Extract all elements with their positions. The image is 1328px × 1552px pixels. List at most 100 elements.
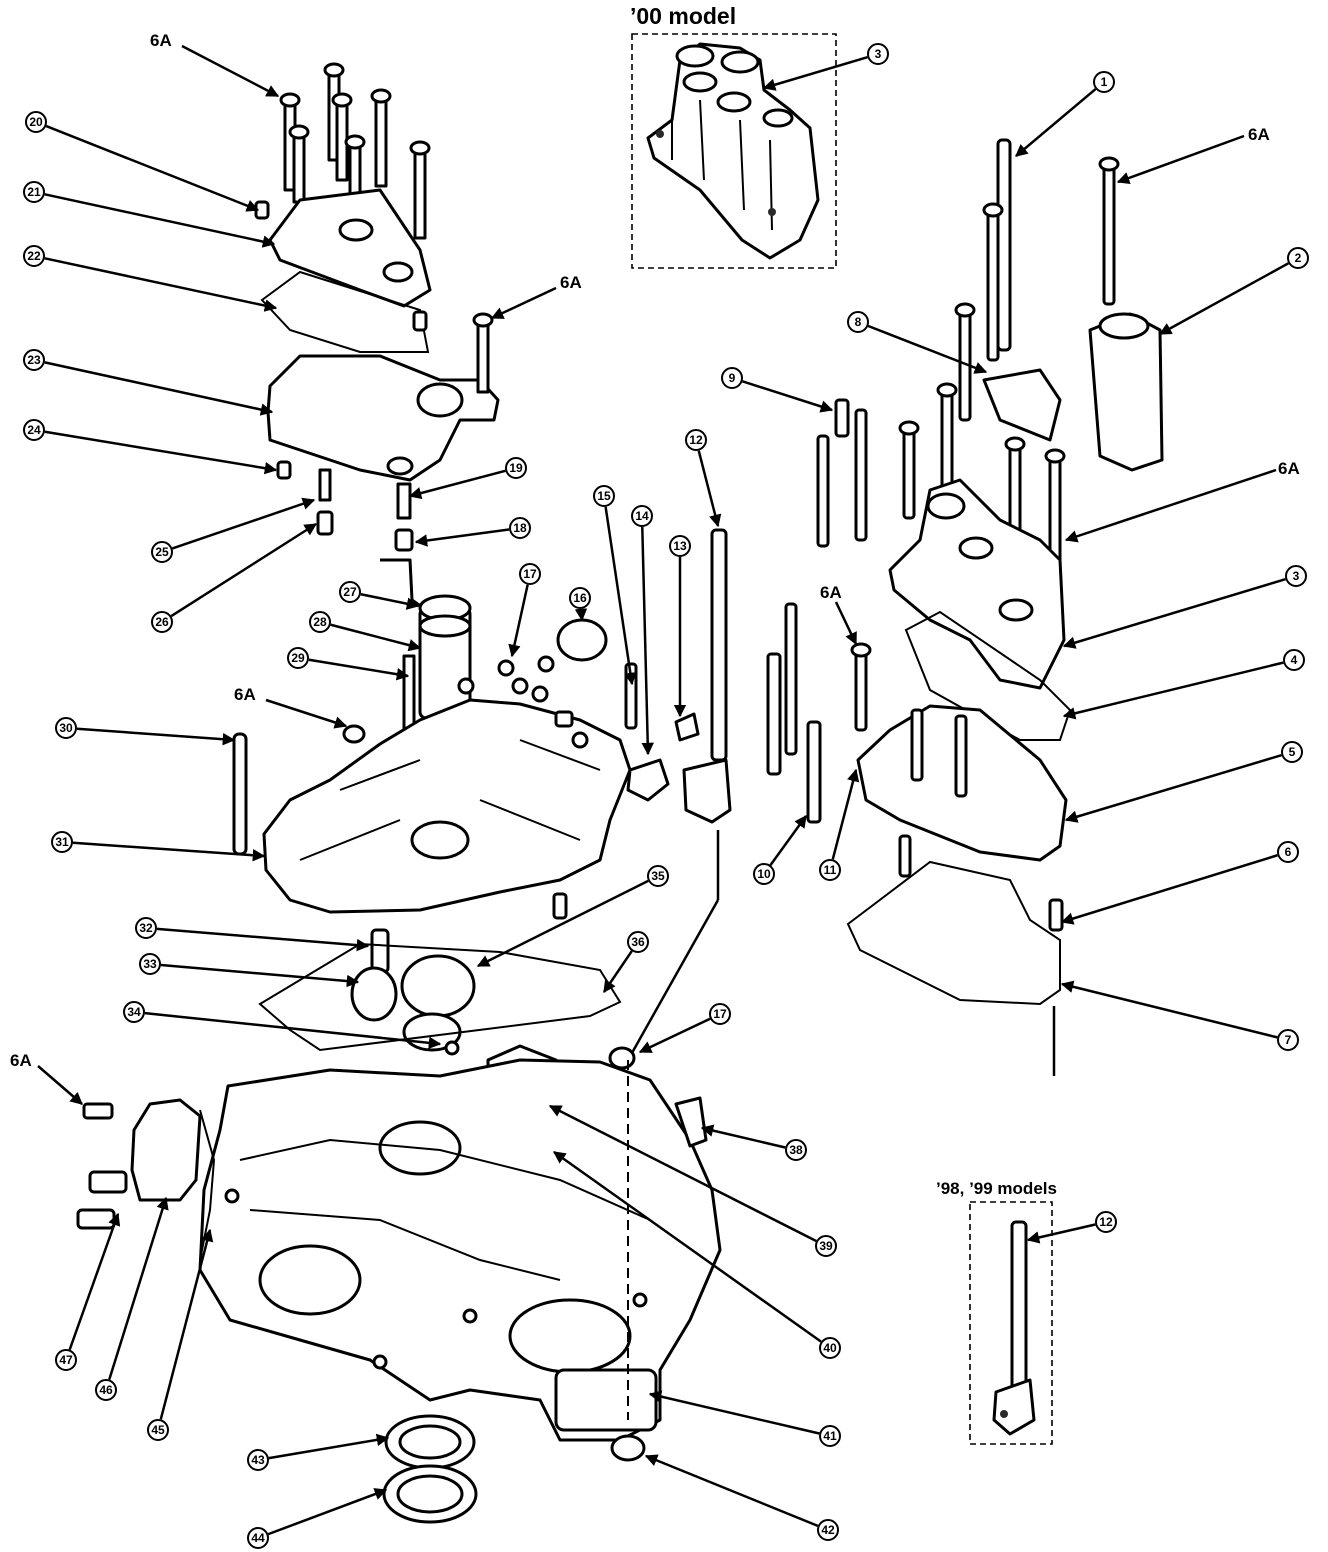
callout-leader-22 [44, 257, 278, 312]
callout-leader-2 [1158, 262, 1289, 336]
callout-leader-18 [414, 528, 510, 547]
callout-number-22: 22 [27, 249, 41, 263]
shift-shaft-98-99-drawing [992, 1220, 1036, 1436]
callout-leader-16 [574, 608, 588, 622]
bolt-ref-label: 6A [560, 273, 582, 292]
callout-number-29: 29 [291, 651, 305, 665]
callout-leader-47 [68, 1212, 121, 1351]
callout-number-11: 11 [824, 863, 837, 877]
callout-leader-26 [170, 522, 318, 618]
callout-number-18: 18 [513, 521, 527, 535]
callout-number-17: 17 [523, 567, 537, 581]
callout-bubble-22 [23, 245, 45, 267]
inset-00-model: ’00 model [630, 3, 837, 269]
callout-number-5: 5 [1289, 745, 1296, 759]
callout-bubble-33 [139, 953, 161, 975]
callout-bubble-1 [1093, 71, 1115, 93]
callout-leader-31 [72, 841, 266, 862]
callout-number-1: 1 [1101, 75, 1108, 89]
callout-number-13: 13 [673, 539, 687, 553]
callout-number-3: 3 [875, 47, 882, 61]
valve-body-00-model-drawing [646, 42, 820, 260]
callout-number-20: 20 [29, 115, 43, 129]
callout-leader-43 [268, 1433, 390, 1460]
callout-number-25: 25 [155, 545, 169, 559]
callout-bubble-32 [135, 917, 157, 939]
bolts-upper-left [279, 62, 431, 240]
callout-leader-9 [742, 380, 834, 413]
callout-bubble-3 [1285, 565, 1307, 587]
callout-bubble-23 [23, 349, 45, 371]
callout-bubble-8 [847, 311, 869, 333]
callout-number-32: 32 [139, 921, 153, 935]
callout-leader-19 [408, 469, 506, 500]
callout-leader-44 [267, 1488, 388, 1536]
callout-number-39: 39 [819, 1239, 833, 1253]
callout-leader-17 [638, 1017, 711, 1054]
main-valve-body [262, 698, 632, 914]
callout-number-21: 21 [27, 185, 41, 199]
callout-bubble-30 [55, 717, 77, 739]
callout-bubble-21 [23, 181, 45, 203]
separator-plate-7 [846, 860, 1061, 1006]
callout-bubble-20 [25, 111, 47, 133]
callout-bubble-3 [867, 43, 889, 65]
callout-bubble-29 [287, 647, 309, 669]
callout-leader-32 [156, 927, 370, 952]
callout-number-10: 10 [757, 867, 771, 881]
callout-bubble-18 [509, 517, 531, 539]
callout-bubble-9 [721, 367, 743, 389]
callout-leader-29 [308, 658, 410, 681]
bolt-ref-labels: 6A 6A 6A 6A 6A 6A 6A [10, 31, 1300, 1105]
upper-left-valve-stack [254, 62, 500, 552]
filter-16 [556, 618, 608, 662]
callout-bubble-5 [1281, 741, 1303, 763]
seal-37 [608, 1046, 636, 1070]
callout-leader-12 [1026, 1223, 1096, 1244]
callout-bubble-28 [309, 611, 331, 633]
callout-number-4: 4 [1291, 653, 1298, 667]
callout-number-38: 38 [789, 1143, 803, 1157]
callout-number-2: 2 [1295, 251, 1302, 265]
callout-bubble-4 [1283, 649, 1305, 671]
transmission-housing [198, 1058, 722, 1442]
callout-number-36: 36 [631, 935, 645, 949]
callout-bubble-12 [1095, 1211, 1117, 1233]
callout-bubble-38 [785, 1139, 807, 1161]
callout-leader-11 [831, 768, 860, 860]
gear-35 [400, 954, 476, 1018]
inset-00-model-title: ’00 model [630, 3, 736, 29]
bolt-ref-label: 6A [1278, 459, 1300, 478]
callout-number-26: 26 [155, 615, 169, 629]
callout-number-8: 8 [855, 315, 862, 329]
callout-number-31: 31 [55, 835, 69, 849]
callout-leader-35 [476, 879, 649, 968]
bracket-8 [982, 368, 1062, 442]
bolt-ref-label: 6A [10, 1051, 32, 1070]
callout-number-15: 15 [597, 489, 611, 503]
callout-number-19: 19 [509, 461, 523, 475]
callout-bubble-35 [647, 865, 669, 887]
callout-number-34: 34 [127, 1005, 141, 1019]
callout-bubble-47 [55, 1349, 77, 1371]
separator-plate-4 [904, 610, 1072, 741]
callout-number-24: 24 [27, 423, 41, 437]
callout-bubble-15 [593, 485, 615, 507]
callout-bubble-44 [247, 1527, 269, 1549]
callout-leader-17 [508, 584, 529, 658]
right-valve-stack [766, 138, 1164, 1076]
callout-leader-7 [1060, 980, 1278, 1039]
callout-bubble-31 [51, 831, 73, 853]
callout-bubble-26 [151, 611, 173, 633]
callout-leader-15 [604, 506, 637, 686]
bolt-ref-label: 6A [820, 583, 842, 602]
callout-number-46: 46 [99, 1383, 113, 1397]
callout-bubble-16 [569, 587, 591, 609]
callout-number-23: 23 [27, 353, 41, 367]
bottom-seals [382, 1414, 646, 1524]
callout-leader-27 [360, 592, 420, 610]
callout-number-17: 17 [713, 1007, 727, 1021]
callout-leader-20 [45, 124, 260, 212]
